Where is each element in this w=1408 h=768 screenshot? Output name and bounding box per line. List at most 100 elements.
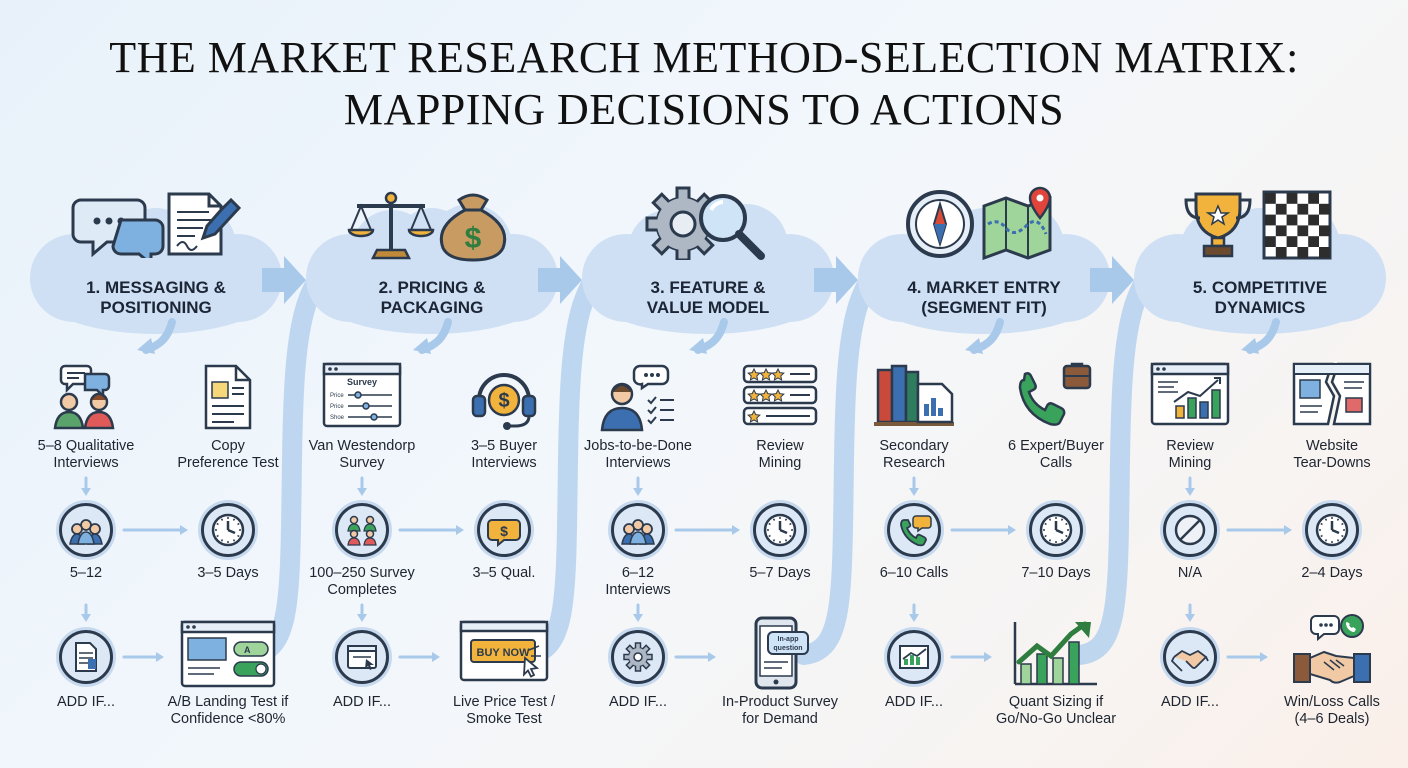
svg-text:$: $ bbox=[498, 390, 509, 412]
decision-title-line-2: DYNAMICS bbox=[1214, 298, 1306, 317]
duration-label: 5–7 Days bbox=[710, 565, 850, 582]
add-action-label-line-1: A/B Landing Test if bbox=[167, 694, 289, 710]
primary-method-label-line-2: Interviews bbox=[53, 455, 119, 471]
duration-label-line-1: 5–7 Days bbox=[749, 565, 811, 581]
document-chart-icon bbox=[59, 630, 113, 684]
sample-size-label-line-2: Interviews bbox=[605, 582, 671, 598]
sample-size-label-line-1: 5–12 bbox=[69, 565, 103, 581]
decision-title: 3. FEATURE & VALUE MODEL bbox=[582, 278, 834, 318]
clock-icon bbox=[1305, 503, 1359, 557]
decision-title: 2. PRICING & PACKAGING bbox=[306, 278, 558, 318]
decision-column-2: 2. PRICING & PACKAGING Van Westendorp Sur… bbox=[292, 0, 572, 768]
svg-text:Survey: Survey bbox=[347, 377, 377, 387]
decision-title-line-2: POSITIONING bbox=[100, 298, 212, 317]
add-action-label: Live Price Test /Smoke Test bbox=[434, 694, 574, 728]
add-action-label-line-1: Quant Sizing if bbox=[1008, 694, 1104, 710]
growth-chart-icon bbox=[1011, 618, 1101, 693]
decision-title-line-1: 3. FEATURE & bbox=[650, 278, 766, 297]
secondary-method-label-line-1: Review bbox=[756, 438, 804, 454]
add-action-label-line-2: (4–6 Deals) bbox=[1294, 711, 1370, 727]
clock-icon bbox=[1029, 503, 1083, 557]
title-line-1: THE MARKET RESEARCH METHOD-SELECTION MAT… bbox=[109, 33, 1299, 82]
add-if-label: ADD IF... bbox=[292, 694, 432, 711]
add-action-label-line-2: Go/No-Go Unclear bbox=[995, 711, 1117, 727]
svg-text:$: $ bbox=[465, 222, 482, 255]
headset-dollar-icon: $ bbox=[469, 362, 539, 437]
secondary-method-label-line-2: Calls bbox=[1039, 455, 1073, 471]
speech-bubbles-document-icon bbox=[71, 188, 242, 268]
torn-webpage-icon bbox=[1292, 362, 1372, 431]
sample-size-label-line-1: 100–250 Survey bbox=[309, 565, 415, 581]
add-if-label-line-1: ADD IF... bbox=[332, 694, 391, 710]
decision-title-line-1: 5. COMPETITIVE bbox=[1192, 278, 1328, 297]
decision-title-line-1: 2. PRICING & bbox=[378, 278, 486, 297]
secondary-method-label-line-1: Website bbox=[1305, 438, 1359, 454]
sample-size-label-line-2: Completes bbox=[327, 582, 397, 598]
add-action-label-line-2: Smoke Test bbox=[466, 711, 542, 727]
clock-icon bbox=[753, 503, 807, 557]
ab-landing-page-icon: A bbox=[180, 620, 276, 695]
secondary-method-label-line-2: Mining bbox=[758, 455, 802, 471]
duration-label: 3–5 Days bbox=[158, 565, 298, 582]
secondary-method-label-line-2: Interviews bbox=[471, 455, 537, 471]
survey-form-icon: Survey Price Price Shoe bbox=[322, 362, 402, 433]
phone-call-icon bbox=[887, 503, 941, 557]
trend-chart-icon bbox=[887, 630, 941, 684]
clock-icon bbox=[201, 503, 255, 557]
duration-label: 3–5 Qual. bbox=[434, 565, 574, 582]
decision-title-line-2: (SEGMENT FIT) bbox=[921, 298, 1047, 317]
buy-now-icon: BUY NOW bbox=[459, 620, 549, 687]
secondary-method-label-line-2: Preference Test bbox=[177, 455, 279, 471]
duration-label: 7–10 Days bbox=[986, 565, 1126, 582]
participants-icon bbox=[611, 503, 665, 557]
add-if-label: ADD IF... bbox=[16, 694, 156, 711]
decision-column-1: 1. MESSAGING & POSITIONING 5–8 Qualitati… bbox=[16, 0, 296, 768]
compass-map-icon bbox=[904, 184, 1064, 269]
duration-label-line-1: 3–5 Days bbox=[197, 565, 259, 581]
handshake-icon bbox=[1163, 630, 1217, 684]
decision-title-line-2: PACKAGING bbox=[380, 298, 484, 317]
primary-method-label-line-1: Review bbox=[1166, 438, 1214, 454]
scales-money-bag-icon: $ bbox=[347, 186, 517, 267]
primary-method-label-line-1: Van Westendorp bbox=[308, 438, 416, 454]
decision-title-line-1: 1. MESSAGING & bbox=[86, 278, 226, 297]
primary-method-label-line-2: Research bbox=[882, 455, 946, 471]
svg-text:Price: Price bbox=[330, 404, 344, 410]
handshake-call-icon bbox=[1292, 612, 1372, 691]
star-ratings-icon bbox=[740, 362, 820, 433]
primary-method-label-line-1: Secondary bbox=[879, 438, 949, 454]
review-chart-icon bbox=[1150, 362, 1230, 431]
add-if-label: ADD IF... bbox=[568, 694, 708, 711]
primary-method-label-line-2: Mining bbox=[1168, 455, 1212, 471]
add-if-label-line-1: ADD IF... bbox=[884, 694, 943, 710]
sample-size-label-line-1: 6–10 Calls bbox=[879, 565, 949, 581]
not-applicable-icon bbox=[1163, 503, 1217, 557]
books-report-icon bbox=[872, 362, 956, 433]
add-action-label: Win/Loss Calls(4–6 Deals) bbox=[1262, 694, 1402, 728]
secondary-method-label-line-1: Copy bbox=[211, 438, 245, 454]
primary-method-label-line-1: 5–8 Qualitative bbox=[37, 438, 135, 454]
secondary-method-label-line-1: 6 Expert/Buyer bbox=[1008, 438, 1104, 454]
title-line-2: MAPPING DECISIONS TO ACTIONS bbox=[343, 85, 1065, 134]
sample-size-label-line-1: 6–12 bbox=[621, 565, 655, 581]
add-action-label-line-2: Confidence <80% bbox=[170, 711, 286, 727]
add-action-label-line-1: Live Price Test / bbox=[452, 694, 556, 710]
sample-size-label-line-1: N/A bbox=[1177, 565, 1203, 581]
decision-title: 5. COMPETITIVE DYNAMICS bbox=[1134, 278, 1386, 318]
svg-text:question: question bbox=[773, 645, 802, 652]
add-if-label: ADD IF... bbox=[844, 694, 984, 711]
